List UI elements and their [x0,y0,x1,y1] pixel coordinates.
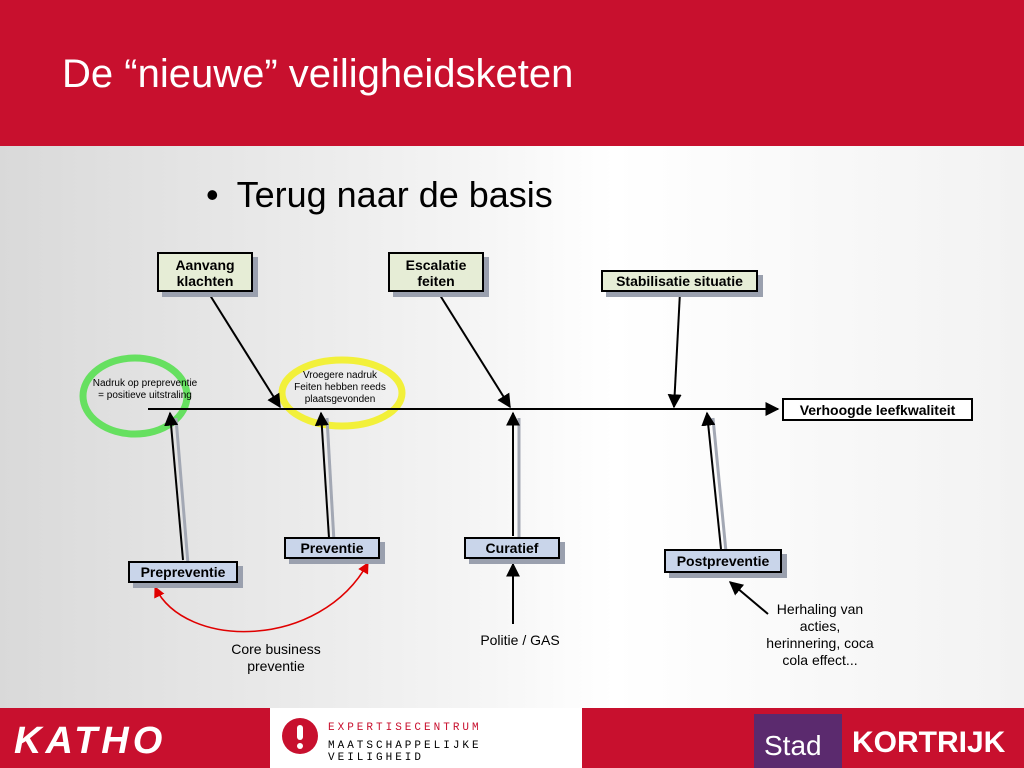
expertisecentrum-logo: EXPERTISECENTRUM MAATSCHAPPELIJKE VEILIG… [270,708,582,768]
box-aanvang-klachten: Aanvang klachten [157,252,253,292]
green-highlight-circle [79,354,191,438]
note-green-line1: Nadruk op prepreventie [92,378,198,389]
label-core-line1: Core business [231,641,321,657]
arrow-escalatie [437,291,511,409]
arrow-preventie-shadow [325,417,336,543]
red-curved-arrow [154,562,369,633]
arrow-prepreventie [164,411,184,561]
arrow-preventie [314,411,330,539]
label-herhaling-line4: cola effect... [782,652,858,668]
footer-bar: KATHO EXPERTISECENTRUM MAATSCHAPPELIJKE … [0,708,1024,768]
label-herhaling-line1: Herhaling van [776,601,864,617]
box-aanvang-line1: Aanvang [175,257,235,273]
note-green-line2: = positieve uitstraling [98,390,192,401]
note-green: Nadruk op prepreventie = positieve uitst… [80,378,210,402]
label-core-line2: preventie [247,658,305,674]
arrow-postpreventie-shadow [711,417,728,553]
bullet-text: Terug naar de basis [236,174,553,215]
stad-text: Stad [764,730,822,761]
box-postpreventie-label: Postpreventie [676,553,770,569]
katho-logo: KATHO [14,720,167,762]
note-yellow-line1: Vroegere nadruk [302,370,378,381]
note-yellow-line2: Feiten hebben reeds [294,382,386,393]
label-herhaling: Herhaling van acties, herinnering, coca … [750,601,890,669]
expertise-line2: MAATSCHAPPELIJKE VEILIGHEID [328,740,482,764]
expertise-line1: EXPERTISECENTRUM [328,722,482,734]
arrow-stabilisatie [667,291,682,409]
box-prepreventie: Prepreventie [128,561,238,583]
bullet-dot-icon: • [206,174,219,215]
arrow-herhaling [728,581,769,615]
box-preventie-label: Preventie [300,540,364,556]
box-preventie: Preventie [284,537,380,559]
bullet-item: • Terug naar de basis [206,174,553,216]
label-core-business: Core business preventie [206,641,346,675]
label-politie-text: Politie / GAS [480,632,560,648]
page-title: De “nieuwe” veiligheidsketen [62,52,574,96]
box-escalatie-line1: Escalatie [405,257,467,273]
exclamation-icon [282,718,318,754]
arrow-aanvang [207,291,281,409]
kortrijk-logo: KORTRIJK [842,714,1024,768]
note-yellow: Vroegere nadruk Feiten hebben reeds plaa… [280,370,400,406]
box-aanvang-line2: klachten [176,273,234,289]
stad-logo: Stad [754,714,842,768]
arrow-postpreventie [701,411,722,550]
label-herhaling-line2: acties, [799,618,841,634]
box-prepreventie-label: Prepreventie [140,564,226,580]
note-yellow-line3: plaatsgevonden [304,394,376,405]
box-end-label: Verhoogde leefkwaliteit [799,402,956,418]
box-stabilisatie-label: Stabilisatie situatie [616,273,743,289]
header-bar: De “nieuwe” veiligheidsketen [0,0,1024,146]
yellow-highlight-circle [278,356,406,430]
box-verhoogde-leefkwaliteit: Verhoogde leefkwaliteit [782,398,973,421]
box-curatief: Curatief [464,537,560,559]
box-escalatie-feiten: Escalatie feiten [388,252,484,292]
box-escalatie-line2: feiten [417,273,455,289]
box-curatief-label: Curatief [485,540,539,556]
kortrijk-text: KORTRIJK [852,726,1006,759]
box-postpreventie: Postpreventie [664,549,782,573]
box-stabilisatie-situatie: Stabilisatie situatie [601,270,758,292]
arrow-prepreventie-shadow [174,417,190,565]
label-politie-gas: Politie / GAS [460,632,580,649]
label-herhaling-line3: herinnering, coca [766,635,874,651]
